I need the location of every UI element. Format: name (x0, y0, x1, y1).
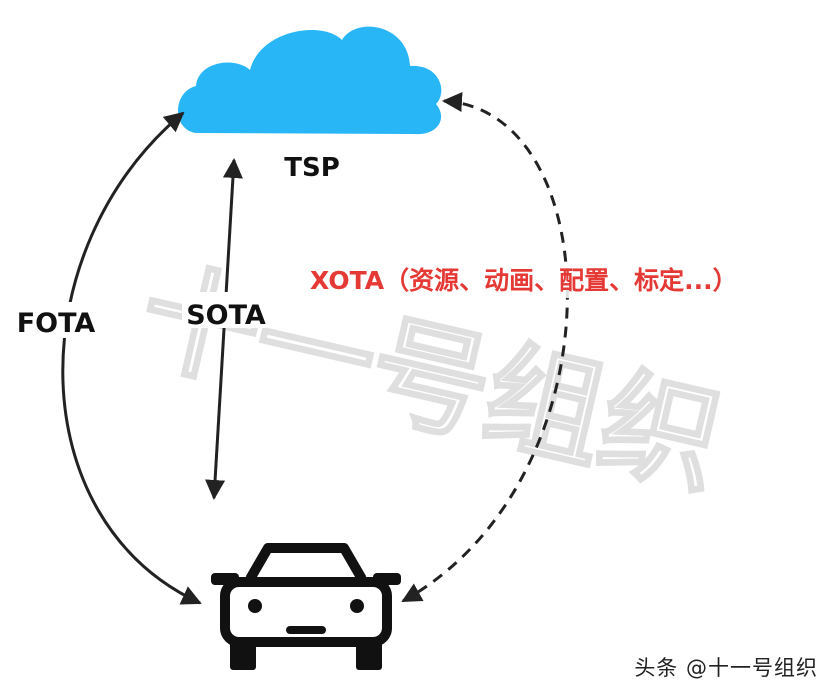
xota-label: XOTA（资源、动画、配置、标定...） (310, 266, 738, 295)
car-icon (211, 543, 401, 670)
xota-link (401, 92, 569, 603)
fota-link (61, 111, 202, 605)
tsp-label: TSP (284, 153, 340, 183)
fota-label: FOTA (17, 308, 96, 339)
sota-label: SOTA (186, 300, 266, 331)
sota-label-bg (182, 292, 270, 328)
sota-link (205, 158, 243, 500)
watermark-credit: 头条 @十一号组织 (634, 656, 818, 680)
cloud-icon (178, 26, 442, 135)
xota-label-bg (304, 262, 824, 298)
fota-label-bg (10, 302, 100, 338)
